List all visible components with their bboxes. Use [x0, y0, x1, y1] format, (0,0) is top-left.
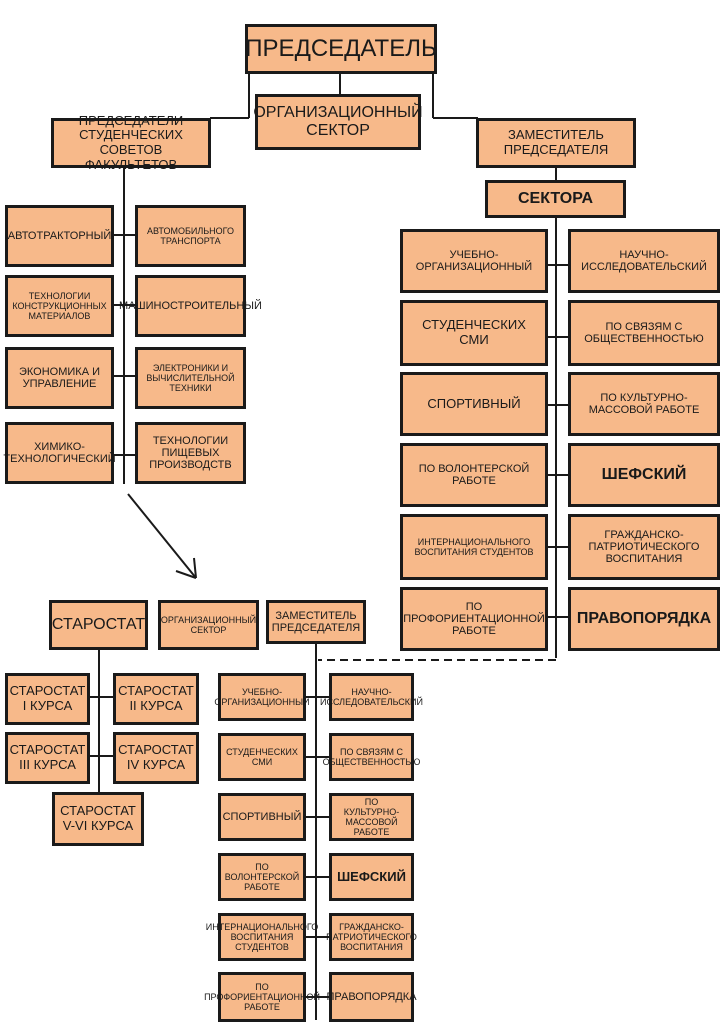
deputy-box: Заместитель председателя [476, 118, 636, 168]
bottom-sector-studencheskih-smi: Студенческих СМИ [218, 733, 306, 781]
sector-uchebno-organizatsionny: Учебно-организационный [400, 229, 548, 293]
sector-internatsionalnogo: Интернационального воспитания студентов [400, 514, 548, 580]
starostat-course-5-6: Старостат V-VI курса [52, 792, 144, 846]
faculty-pishchevyh-proizvodstv: Технологии пищевых производств [135, 422, 246, 484]
chairman-box: Председатель [245, 24, 437, 74]
org-sector-box: Организационный сектор [253, 94, 423, 150]
faculty-mashinostroitelny: Машиностроительный [119, 275, 262, 337]
sectors-box: Сектора [485, 180, 626, 218]
sector-studencheskih-smi: Студенческих СМИ [400, 300, 548, 366]
faculty-chairs-box: Председатели студенческих советов факуль… [51, 113, 211, 171]
bottom-sector-sportivny: Спортивный [218, 793, 306, 841]
sector-sportivny: Спортивный [400, 372, 548, 436]
sector-kulturno-massovy: По культурно-массовой работе [568, 372, 720, 436]
bottom-sector-nauchno-issledovatelsky: Научно-исследовательский [320, 673, 423, 721]
bottom-sector-internatsionalnogo: Интернационального воспитания студентов [206, 913, 318, 961]
sector-svyazi-obshchestvennost: По связям с общественностью [568, 300, 720, 366]
bottom-sector-pravoporyadka: Правопорядка [326, 972, 417, 1022]
faculty-avtomobilnogo-transporta: Автомобильного транспорта [135, 205, 246, 267]
bottom-deputy-box: Заместитель председателя [266, 600, 366, 644]
starostat-course-4: Старостат IV курса [113, 732, 199, 784]
bottom-sector-volonterskoy: По волонтерской работе [218, 853, 306, 901]
sector-volonterskoy: По волонтерской работе [400, 443, 548, 507]
starostat-box: Старостат [49, 600, 148, 650]
faculty-ekonomika: Экономика и управление [5, 347, 114, 409]
faculty-tehnologii-materialov: Технологии конструкционных материалов [5, 275, 114, 337]
faculty-avtotraktorny: Автотракторный [5, 205, 114, 267]
starostat-course-1: Старостат I курса [5, 673, 90, 725]
sector-nauchno-issledovatelsky: Научно-исследовательский [568, 229, 720, 293]
bottom-sector-shefsky: Шефский [329, 853, 414, 901]
sector-shefsky: Шефский [568, 443, 720, 507]
sector-pravoporyadka: Правопорядка [568, 587, 720, 651]
sector-proforientatsionnoy: По профориентационной работе [400, 587, 548, 651]
bottom-sector-proforientatsionnoy: По профориентационной работе [204, 972, 320, 1022]
sector-grazhdansko-patrioticheskogo: Гражданско-патриотического воспитания [568, 514, 720, 580]
bottom-sector-kulturno-massovy: По культурно-массовой работе [329, 793, 414, 841]
bottom-org-sector-box: Организационный сектор [158, 600, 259, 650]
bottom-sector-svyazi-obshchestvennost: По связям с общественностью [323, 733, 420, 781]
faculty-himiko-tehnologichesky: Химико-технологический [3, 422, 116, 484]
bottom-sector-uchebno-organizatsionny: Учебно-организационный [214, 673, 310, 721]
starostat-course-3: Старостат III курса [5, 732, 90, 784]
bottom-sector-grazhdansko-patrioticheskogo: Гражданско-патриотического воспитания [326, 913, 417, 961]
faculty-elektroniki: Электроники и вычислительной техники [135, 347, 246, 409]
starostat-course-2: Старостат II курса [113, 673, 199, 725]
